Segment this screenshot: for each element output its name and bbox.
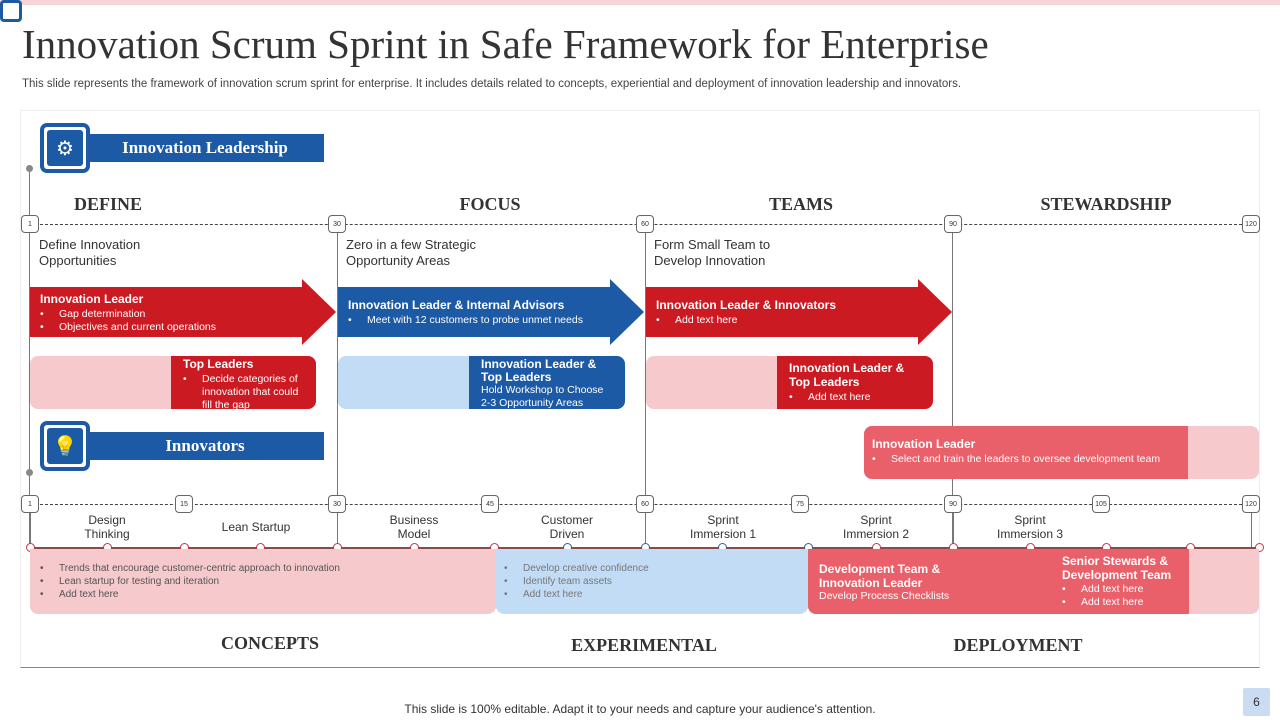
arrow-title: Innovation Leader: [40, 292, 144, 306]
stage-label: Lean Startup: [221, 520, 291, 534]
bottom-marker: 75: [791, 495, 809, 513]
tick-line: [337, 513, 338, 547]
bullet: Gap determination: [40, 308, 292, 321]
hands-gear-icon: ⚙: [47, 130, 83, 166]
section-deployment: DEPLOYMENT: [953, 635, 1083, 655]
footer-note: This slide is 100% editable. Adapt it to…: [404, 702, 876, 716]
stage-label: Business Model: [389, 513, 439, 541]
page-title: Innovation Scrum Sprint in Safe Framewor…: [22, 21, 989, 67]
arrow-innovation-leader: Innovation LeaderGap determinationObject…: [30, 279, 336, 345]
tick-line: [1251, 513, 1252, 547]
diagram-frame: [20, 110, 1260, 668]
stage-label: Customer Driven: [540, 513, 593, 541]
bullet: Decide categories of innovation that cou…: [183, 373, 304, 409]
stage-label: Sprint Immersion 3: [996, 513, 1064, 541]
timeline-dot: [26, 165, 33, 172]
top-marker: 1: [21, 215, 39, 233]
tick-line: [30, 513, 31, 547]
section-concepts: CONCEPTS: [220, 633, 319, 653]
left-timeline-line: [29, 170, 30, 547]
bullet: Trends that encourage customer-centric a…: [40, 562, 486, 575]
bottom-marker: 105: [1092, 495, 1110, 513]
page-subtitle: This slide represents the framework of i…: [22, 78, 962, 90]
phase-focus: FOCUS: [459, 194, 521, 214]
innovation-leadership-band: Innovation Leadership: [86, 134, 324, 162]
bullet: Add text here: [504, 588, 800, 601]
tick-line: [953, 513, 954, 547]
goal-teams: Form Small Team to Develop Innovation: [654, 237, 771, 268]
page-number: 6: [1243, 688, 1270, 716]
deployment-title: Development Team & Innovation Leader: [819, 562, 941, 590]
pill-title: Innovation Leader & Top Leaders: [481, 357, 597, 384]
stage-label: Design Thinking: [84, 513, 130, 541]
top-leaders-pill: Top LeadersDecide categories of innovati…: [30, 356, 316, 409]
phase-stewardship: STEWARDSHIP: [1040, 194, 1172, 214]
stage-label: Sprint Immersion 1: [689, 513, 757, 541]
bullet: Add text here: [40, 588, 486, 601]
bottom-marker: 120: [1242, 495, 1260, 513]
top-accent-bar: [0, 0, 1280, 5]
goal-define: Define Innovation Opportunities: [39, 237, 141, 268]
pill-title: Innovation Leader: [872, 437, 976, 451]
stage-node: [1255, 543, 1264, 552]
pill-title: Innovation Leader & Top Leaders: [789, 361, 905, 389]
bullet: Add text here: [789, 391, 921, 404]
arrow-title: Innovation Leader & Innovators: [656, 298, 837, 312]
phase-teams: TEAMS: [768, 194, 833, 214]
stewardship-leader-pill: Innovation LeaderSelect and train the le…: [864, 426, 1259, 479]
goal-focus: Zero in a few Strategic Opportunity Area…: [346, 237, 477, 268]
bullet: Lean startup for testing and iteration: [40, 575, 486, 588]
bullet: Add text here: [1062, 583, 1187, 596]
bottom-marker: 45: [481, 495, 499, 513]
deployment-inner: Development Team & Innovation Leader Dev…: [808, 549, 1189, 614]
bottom-marker: 30: [328, 495, 346, 513]
divider-line: [952, 224, 953, 550]
stewards-content: Senior Stewards & Development Team Add t…: [1062, 554, 1187, 609]
arrow-leader-advisors: Innovation Leader & Internal AdvisorsMee…: [338, 279, 644, 345]
bullet: Select and train the leaders to oversee …: [872, 453, 1180, 466]
bottom-marker: 90: [944, 495, 962, 513]
experimental-box: Develop creative confidenceIdentify team…: [496, 549, 808, 614]
pill-text: Hold Workshop to Choose 2-3 Opportunity …: [481, 384, 604, 409]
bullet: Add text here: [656, 314, 908, 327]
arrow-title: Innovation Leader & Internal Advisors: [348, 298, 565, 312]
teams-top-leaders-pill: Innovation Leader & Top LeadersAdd text …: [646, 356, 933, 409]
bullet: Meet with 12 customers to probe unmet ne…: [348, 314, 600, 327]
divider-line: [645, 224, 646, 550]
divider-line: [337, 224, 338, 550]
deployment-box: Development Team & Innovation Leader Dev…: [808, 549, 1259, 614]
bullet: Add text here: [1062, 596, 1187, 609]
bottom-marker: 1: [21, 495, 39, 513]
stage-label: Sprint Immersion 2: [842, 513, 910, 541]
top-marker: 30: [328, 215, 346, 233]
bottom-marker: 15: [175, 495, 193, 513]
lightbulb-gear-icon: 💡: [47, 428, 83, 464]
top-marker: 120: [1242, 215, 1260, 233]
corner-logo: [0, 0, 22, 22]
phase-define: DEFINE: [73, 194, 142, 214]
pill-title: Top Leaders: [183, 357, 254, 371]
timeline-dot: [26, 469, 33, 476]
tick-line: [645, 513, 646, 547]
bullet: Develop creative confidence: [504, 562, 800, 575]
bullet: Identify team assets: [504, 575, 800, 588]
top-marker: 60: [636, 215, 654, 233]
leadership-icon-box: ⚙: [40, 123, 90, 173]
section-experimental: EXPERIMENTAL: [571, 635, 717, 655]
stewards-title: Senior Stewards & Development Team: [1062, 554, 1172, 582]
bottom-marker: 60: [636, 495, 654, 513]
arrow-leader-innovators: Innovation Leader & InnovatorsAdd text h…: [646, 279, 952, 345]
innovators-band: Innovators: [86, 432, 324, 460]
bullet: Objectives and current operations: [40, 321, 292, 334]
concepts-box: Trends that encourage customer-centric a…: [30, 549, 496, 614]
innovators-icon-box: 💡: [40, 421, 90, 471]
deployment-text: Develop Process Checklists: [819, 590, 950, 602]
top-marker: 90: [944, 215, 962, 233]
